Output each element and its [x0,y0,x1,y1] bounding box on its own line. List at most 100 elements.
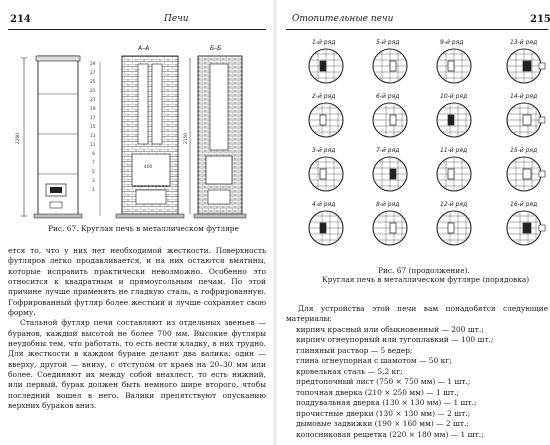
svg-text:29: 29 [90,61,96,67]
course-label: 2-й ряд [312,93,335,100]
right-page: Отопительные печи 215 1-й ряд 5-й ряд 9-й … [282,0,550,445]
right-page-number: 215 [530,14,550,25]
paragraph: Стальной футляр печи составляют из отдел… [8,318,266,411]
section-b-label: Б–Б [210,45,221,52]
coursework-diagram-grid: 1-й ряд 5-й ряд 9-й ряд 13-й ряд 2-й ряд 6-й … [308,39,546,246]
course-label: 13-й ряд [510,39,537,46]
list-item: предтопочный лист (750 × 750 мм) — 1 шт.… [296,377,471,387]
row-number-scale: 29 27 25 23 21 19 17 15 13 11 9 7 5 3 1 [90,61,101,216]
list-item: кирпич огнеупорный или тугоплавкий — 100… [296,335,494,345]
list-item: глина огнеупорная с шамотом — 50 кг; [296,356,452,366]
course-plan: 7-й ряд [372,147,408,192]
list-item: колосниковая решетка (220 × 180 мм) — 1 … [296,429,484,439]
list-item: глиняный раствор — 5 ведер; [296,345,413,355]
flue-channel [447,114,455,126]
section-b-b [193,55,247,219]
course-label: 5-й ряд [376,39,399,46]
flue-channel [319,114,327,126]
course-label: 10-й ряд [440,93,467,100]
course-label: 7-й ряд [376,147,399,154]
svg-text:1: 1 [92,187,95,193]
course-plan: 11-й ряд [436,147,472,192]
list-item: кирпич красный или обыкновенный — 200 шт… [296,325,484,334]
section-height-dimension: 2150 [183,58,191,214]
flue-channel [447,168,455,180]
svg-text:11: 11 [90,142,96,148]
figure-67-continuation-subtitle: Круглая печь в металлическом футляре (по… [322,275,530,284]
course-label: 11-й ряд [440,147,467,154]
list-item: топочная дверка (210 × 250 мм) — 1 шт.; [296,387,460,397]
course-plan: 13-й ряд [506,39,546,84]
svg-text:13: 13 [90,133,96,139]
right-running-title: Отопительные печи [292,14,394,24]
course-plan: 12-й ряд [436,201,472,246]
svg-text:7: 7 [92,160,95,166]
left-running-title: Печи [164,14,189,24]
flue-channel [319,168,327,180]
book-gutter [272,0,278,445]
list-item: прочистные дверки (130 × 130 мм) — 2 шт.… [296,408,471,418]
flue-channel [389,60,397,72]
course-label: 14-й ряд [510,93,537,100]
flue-channel [319,222,327,234]
svg-text:25: 25 [90,79,96,85]
left-header-rule [8,29,266,30]
left-page: 214 Печи 2200 [0,0,268,445]
course-label: 3-й ряд [312,147,335,154]
section-a-a: 400 [115,55,185,219]
course-plan: 15-й ряд [506,147,546,192]
course-plan: 9-й ряд [436,39,472,84]
svg-text:19: 19 [90,106,96,112]
flue-channel [522,60,532,72]
paragraph: ется то, что у них нет необходимой жестк… [8,246,266,318]
flue-channel [389,168,397,180]
front-elevation [33,55,83,219]
overall-height-dimension: 2200 [15,57,27,217]
flue-channel [389,114,397,126]
course-label: 6-й ряд [376,93,399,100]
list-item: кровельная сталь — 5,2 кг; [296,366,403,376]
door-frame [538,224,546,232]
flue-channel [447,60,455,72]
course-plan: 4-й ряд [308,201,344,246]
width-label: 400 [144,164,152,170]
svg-text:3: 3 [92,178,95,184]
figure-67-caption: Рис. 67. Круглая печь в металлическом фу… [48,224,239,233]
course-plan: 8-й ряд [372,201,408,246]
door-frame [538,170,546,178]
height-total-label: 2200 [15,133,21,144]
height-section-label: 2150 [183,133,189,144]
list-item: поддувальная дверка (130 × 130 мм) — 1 ш… [296,398,477,408]
flue-channel [319,60,327,72]
course-plan: 1-й ряд [308,39,344,84]
course-plan: 14-й ряд [506,93,546,138]
figure-67-drawing: 2200 29 27 25 23 21 19 17 15 13 11 [15,45,247,219]
course-label: 12-й ряд [440,201,467,208]
list-item: дымовые задвижки (190 × 160 мм) — 2 шт.; [296,419,469,429]
flue-channel [522,168,532,180]
section-a-label: А–А [137,45,149,52]
course-label: 15-й ряд [510,147,537,154]
door-frame [538,62,546,70]
course-label: 16-й ряд [510,201,537,208]
course-label: 4-й ряд [312,201,335,208]
left-body-text: ется то, что у них нет необходимой жестк… [8,246,266,412]
svg-text:5: 5 [92,169,95,175]
course-label: 8-й ряд [376,201,399,208]
svg-text:15: 15 [90,124,96,130]
course-label: 1-й ряд [312,39,335,46]
course-plan: 10-й ряд [436,93,472,138]
course-label: 9-й ряд [440,39,463,46]
figure-67-continuation-caption: Рис. 67 (продолжение). [378,266,470,275]
flue-channel [389,222,397,234]
course-plan: 16-й ряд [506,201,546,246]
svg-text:17: 17 [90,115,96,121]
course-plan: 5-й ряд [372,39,408,84]
course-plan: 2-й ряд [308,93,344,138]
flue-channel [522,114,532,126]
course-plan: 6-й ряд [372,93,408,138]
flue-channel [522,222,532,234]
flue-channel [447,222,455,234]
svg-text:23: 23 [90,88,96,94]
materials-list: кирпич красный или обыкновенный — 200 шт… [286,325,548,440]
